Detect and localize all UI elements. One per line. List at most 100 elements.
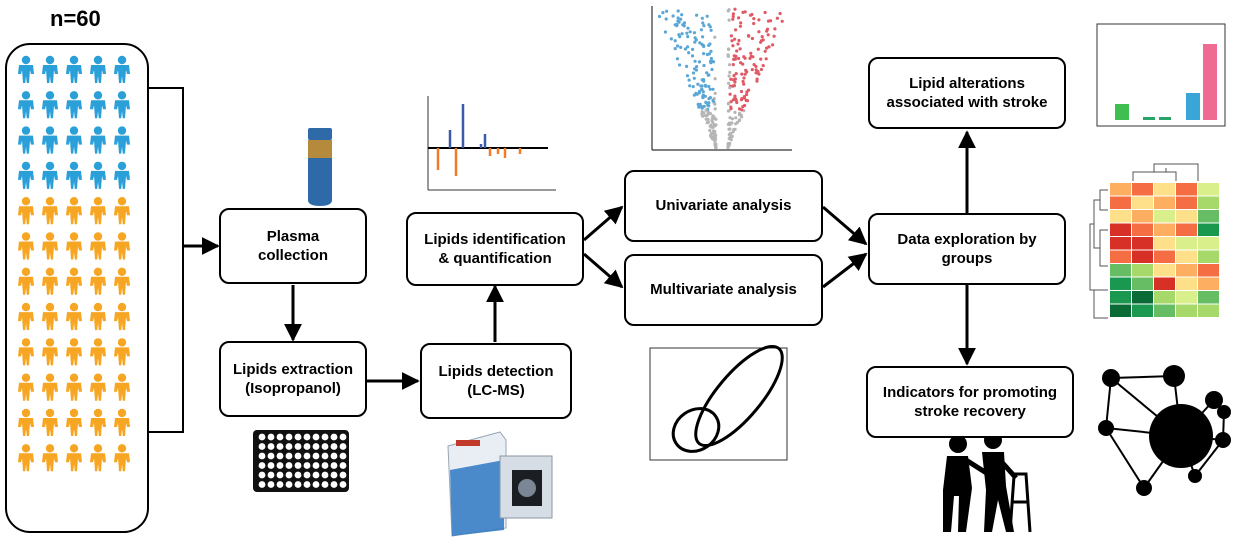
person-icon <box>18 408 34 436</box>
volcano-dot <box>743 56 747 60</box>
volcano-dot <box>673 47 677 51</box>
volcano-dot <box>740 97 744 101</box>
well-icon <box>303 452 311 460</box>
network-edge <box>1105 427 1145 489</box>
heatmap-icon <box>1089 163 1219 319</box>
volcano-dot <box>706 102 710 107</box>
person-icon <box>114 91 130 119</box>
pca-ellipse-icon <box>649 344 788 461</box>
volcano-dot <box>687 51 691 55</box>
arrow-identification-to-univariate <box>583 205 624 242</box>
volcano-dot <box>763 10 767 15</box>
volcano-dot <box>675 23 679 27</box>
volcano-dot <box>714 117 718 121</box>
person-icon <box>18 373 34 401</box>
volcano-dot <box>686 45 690 49</box>
lcms-instrument-icon <box>447 431 553 537</box>
volcano-dot <box>732 97 737 101</box>
volcano-dot <box>711 87 715 91</box>
heatmap-cell <box>1132 237 1153 250</box>
volcano-dot <box>713 35 717 39</box>
well-plate-icon <box>253 430 349 492</box>
volcano-dot <box>708 124 712 128</box>
well-icon <box>330 471 338 479</box>
column-dendrogram <box>1132 163 1199 181</box>
well-icon <box>294 452 302 460</box>
volcano-dot <box>733 94 737 98</box>
well-icon <box>312 452 320 460</box>
volcano-dot <box>752 17 756 21</box>
volcano-dot <box>704 117 708 121</box>
volcano-dot <box>693 59 697 63</box>
person-icon <box>42 373 58 401</box>
heatmap-cell <box>1176 237 1197 250</box>
bar <box>1186 93 1200 120</box>
heatmap-cell <box>1176 210 1197 223</box>
volcano-dot <box>706 112 710 116</box>
person-icon <box>114 126 130 154</box>
volcano-dot <box>731 12 736 16</box>
volcano-dot <box>691 85 695 89</box>
volcano-dot <box>713 91 717 95</box>
volcano-dot <box>733 127 737 131</box>
volcano-dot <box>713 137 718 141</box>
volcano-dot <box>757 18 761 22</box>
arrow-identification-to-multivariate <box>583 252 624 289</box>
volcano-dot <box>704 100 708 104</box>
rehabilitation-icon <box>943 431 1032 533</box>
well-icon <box>294 443 302 450</box>
person-icon <box>90 91 106 119</box>
heatmap-cell <box>1154 196 1175 209</box>
volcano-dot <box>749 51 753 55</box>
volcano-dot <box>701 35 705 39</box>
volcano-dot <box>741 105 745 109</box>
heatmap-cell <box>1198 183 1219 196</box>
volcano-dot <box>665 9 669 13</box>
volcano-dot <box>707 43 711 48</box>
volcano-dot <box>711 98 715 102</box>
volcano-dot <box>767 45 771 49</box>
volcano-dot <box>678 63 682 67</box>
well-icon <box>330 433 338 441</box>
person-icon <box>114 302 130 331</box>
volcano-dot <box>735 49 739 53</box>
volcano-dot <box>737 16 741 20</box>
person-icon <box>66 444 82 472</box>
volcano-dot <box>727 81 731 85</box>
volcano-dot <box>676 16 680 20</box>
person-icon <box>18 267 34 295</box>
well-icon <box>339 452 347 460</box>
well-icon <box>321 452 329 460</box>
volcano-dot <box>693 67 697 71</box>
volcano-dot <box>740 108 744 112</box>
volcano-dot <box>750 12 754 17</box>
person-icon <box>90 302 106 331</box>
multivariate-analysis-node: Multivariate analysis <box>624 254 823 326</box>
volcano-dot <box>739 89 744 94</box>
plasma-collection-node: Plasma collection <box>219 208 367 284</box>
volcano-plot-icon <box>651 6 792 151</box>
volcano-dot <box>759 39 764 43</box>
volcano-dot <box>686 26 690 30</box>
volcano-dot <box>756 47 760 51</box>
volcano-dot <box>765 46 769 50</box>
volcano-dot <box>704 84 708 88</box>
volcano-dot <box>669 37 673 41</box>
well-icon <box>267 481 275 488</box>
volcano-dot <box>742 76 746 80</box>
person-icon <box>66 373 82 401</box>
bar <box>1203 44 1217 120</box>
volcano-dot <box>731 17 735 21</box>
volcano-dot <box>692 76 696 80</box>
person-icon <box>90 126 106 154</box>
person-icon <box>18 126 34 154</box>
volcano-dot <box>738 24 743 28</box>
well-icon <box>321 443 329 450</box>
heatmap-cell <box>1176 183 1197 196</box>
person-icon <box>114 267 130 295</box>
volcano-dot <box>701 94 705 98</box>
heatmap-cell <box>1154 250 1175 263</box>
person-icon <box>18 91 34 119</box>
heatmap-cell <box>1110 264 1131 277</box>
